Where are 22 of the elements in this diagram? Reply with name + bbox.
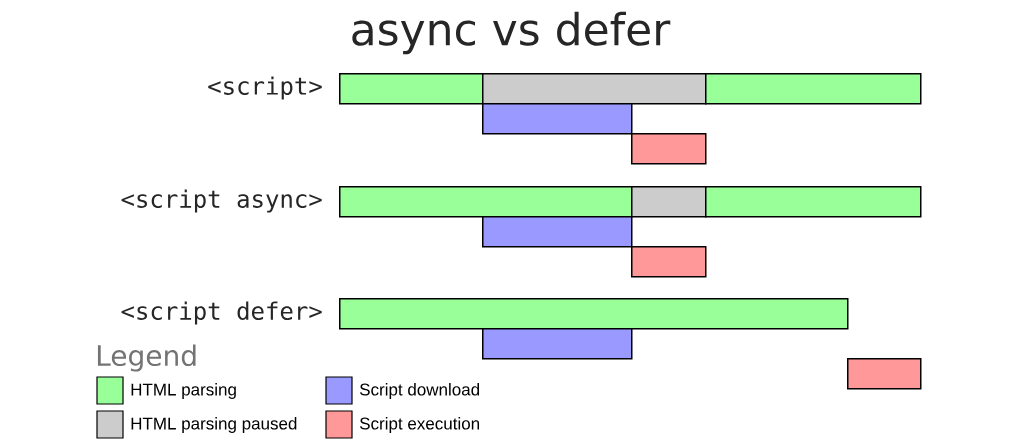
timeline-bar	[705, 73, 922, 105]
title: async vs defer	[352, 11, 671, 55]
timeline-bar	[847, 358, 922, 390]
legend-label: Script download	[359, 383, 480, 399]
row-label: <script>	[208, 76, 322, 100]
legend-heading: Legend	[97, 344, 196, 372]
timeline-bar	[705, 186, 922, 218]
timeline-bar	[482, 216, 633, 248]
legend-label: HTML parsing	[131, 383, 236, 399]
legend-label: Script execution	[359, 417, 479, 433]
row-label: <script async>	[121, 189, 322, 213]
legend-label: HTML parsing paused	[131, 417, 297, 433]
timeline-bar	[631, 246, 707, 278]
timeline-bar	[339, 73, 484, 105]
timeline-bar	[631, 186, 707, 218]
timeline-bar	[339, 186, 633, 218]
timeline-bar	[339, 298, 849, 330]
timeline-bar	[482, 73, 707, 105]
timeline-bar	[631, 133, 707, 165]
row-label: <script defer>	[121, 301, 322, 325]
timeline-bar	[482, 103, 633, 135]
timeline-bar	[482, 328, 633, 360]
